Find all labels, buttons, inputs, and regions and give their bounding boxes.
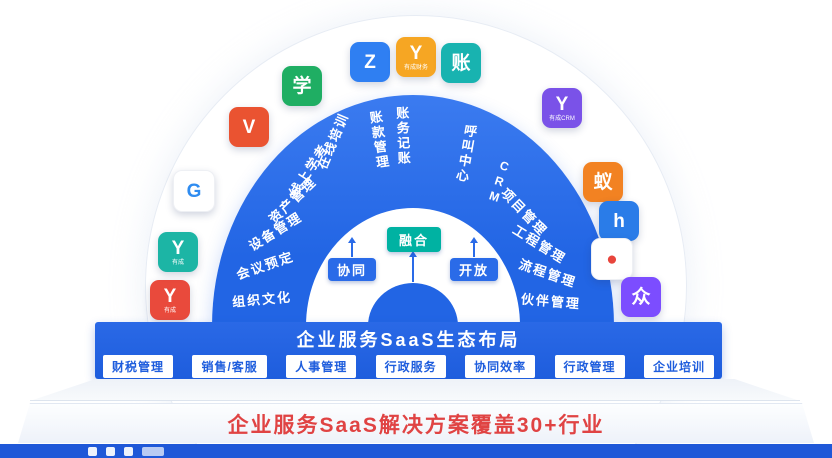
z-app-icon: Z (350, 42, 390, 82)
app-glyph: Y (555, 93, 569, 115)
h-app-icon: h (599, 201, 639, 241)
fusion-arrow-icon (409, 251, 417, 282)
platform-edge-line (30, 400, 800, 401)
bird-app-icon: G (173, 170, 215, 212)
app-glyph: 账 (451, 52, 471, 74)
category-row: 财税管理销售/客服人事管理行政服务协同效率行政管理企业培训 (95, 355, 722, 378)
app-glyph: Y (171, 237, 185, 259)
category-box-1: 销售/客服 (192, 355, 267, 378)
app-glyph: h (613, 210, 625, 232)
app-sub-label: 有成 (171, 259, 184, 266)
category-box-2: 人事管理 (286, 355, 357, 378)
category-box-4: 协同效率 (465, 355, 536, 378)
tomato-form-icon: ● (591, 238, 633, 280)
v-office-icon: V (229, 107, 269, 147)
bottom-ribbon: 企业服务SaaS解决方案覆盖30+行业 (18, 403, 814, 443)
category-box-5: 行政管理 (554, 355, 625, 378)
app-sub-label: 有成CRM (549, 115, 575, 122)
ant-app-icon: 蚁 (583, 162, 623, 202)
footer-logo-icon (142, 447, 164, 456)
zhang-accounting-icon: 账 (441, 43, 481, 83)
app-glyph: 学 (292, 75, 312, 97)
app-sub-label: 有成 (163, 307, 176, 314)
category-box-3: 行政服务 (375, 355, 446, 378)
openness-label: 开放 (450, 258, 498, 281)
xue-app-icon: 学 (282, 66, 322, 106)
app-glyph: Z (364, 51, 376, 73)
category-box-6: 企业培训 (643, 355, 714, 378)
banner-title: 企业服务SaaS生态布局 (296, 329, 521, 350)
app-glyph: G (186, 180, 202, 202)
app-glyph: ● (606, 248, 618, 270)
title-banner: 企业服务SaaS生态布局 财税管理销售/客服人事管理行政服务协同效率行政管理企业… (95, 322, 722, 379)
app-glyph: Y (163, 285, 177, 307)
app-glyph: V (242, 116, 256, 138)
collaboration-arrow-icon (348, 237, 356, 257)
collaboration-label: 协同 (328, 258, 376, 281)
category-box-0: 财税管理 (103, 355, 174, 378)
perspective-platform (30, 379, 800, 401)
app-sub-label: 有成财务 (403, 64, 428, 71)
footer-strip (0, 444, 832, 458)
dome-label: 账务记账 (393, 105, 412, 167)
footer-logo-icon (88, 447, 97, 456)
footer-logo-icon (124, 447, 133, 456)
fusion-label: 融合 (387, 227, 441, 252)
people-app-icon: 众 (621, 277, 661, 317)
bottom-ribbon-text: 企业服务SaaS解决方案覆盖30+行业 (227, 413, 605, 437)
app-glyph: 蚁 (593, 171, 613, 193)
footer-logo-icon (106, 447, 115, 456)
openness-arrow-icon (470, 237, 478, 257)
app-glyph: 众 (631, 286, 651, 308)
app-glyph: Y (409, 42, 423, 64)
